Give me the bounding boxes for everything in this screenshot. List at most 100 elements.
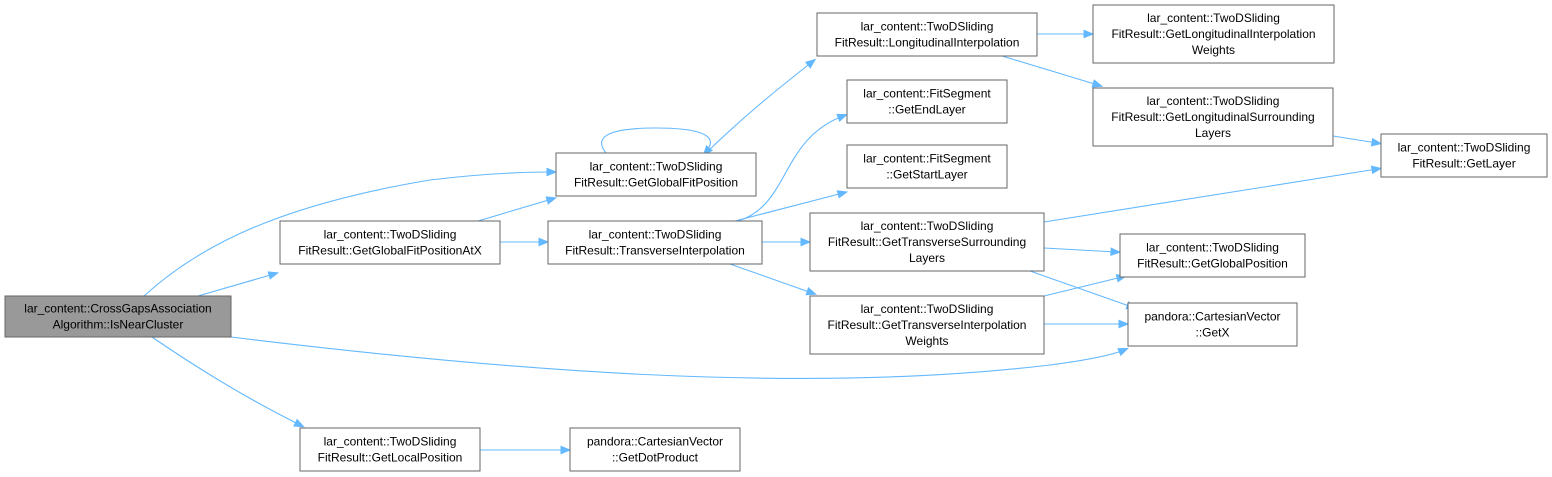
edge-gfp-to-gfp — [601, 127, 713, 157]
arrowhead-icon — [804, 58, 817, 69]
node-tsl[interactable]: lar_content::TwoDSlidingFitResult::GetTr… — [809, 212, 1045, 272]
edge-tiw-to-getx — [1044, 319, 1130, 329]
edge-tsl-to-gp — [1043, 247, 1122, 257]
arrowhead-icon — [805, 287, 818, 296]
node-box — [1092, 4, 1335, 64]
node-box — [547, 220, 763, 265]
node-box — [1380, 133, 1548, 178]
node-label-line: lar_content::TwoDSliding — [1147, 11, 1280, 25]
edge-tiw-to-gp — [1043, 274, 1128, 297]
edge-line — [477, 198, 553, 222]
node-liw[interactable]: lar_content::TwoDSlidingFitResult::GetLo… — [1092, 4, 1335, 64]
node-box — [809, 212, 1045, 272]
node-label-line: FitResult::GetTransverseInterpolation — [828, 318, 1027, 332]
edge-line — [705, 61, 813, 154]
node-label-line: FitResult::GetLocalPosition — [318, 451, 463, 465]
node-label-line: FitResult::GetGlobalFitPosition — [574, 176, 738, 190]
edge-line — [729, 263, 813, 294]
node-label-line: FitResult::LongitudinalInterpolation — [835, 36, 1020, 50]
node-gfpax[interactable]: lar_content::TwoDSlidingFitResult::GetGl… — [279, 220, 501, 265]
node-label-line: lar_content::TwoDSliding — [590, 160, 723, 174]
arrowhead-icon — [800, 237, 812, 247]
node-layer: lar_content::CrossGapsAssociationAlgorit… — [4, 4, 1548, 472]
arrowhead-icon — [538, 237, 550, 247]
node-li[interactable]: lar_content::TwoDSlidingFitResult::Longi… — [816, 12, 1038, 57]
node-gl[interactable]: lar_content::TwoDSlidingFitResult::GetLa… — [1380, 133, 1548, 178]
node-label-line: FitResult::GetGlobalFitPositionAtX — [298, 244, 481, 258]
edge-isnear-to-gfpax — [197, 271, 280, 297]
arrowhead-icon — [546, 167, 558, 177]
node-label-line: Weights — [1192, 43, 1235, 57]
node-label-line: Algorithm::IsNearCluster — [53, 318, 184, 332]
node-gsl[interactable]: lar_content::FitSegment::GetStartLayer — [846, 144, 1008, 189]
node-label-line: FitResult::GetLayer — [1412, 157, 1515, 171]
node-tiw[interactable]: lar_content::TwoDSlidingFitResult::GetTr… — [809, 295, 1045, 355]
node-gfp[interactable]: lar_content::TwoDSlidingFitResult::GetGl… — [555, 152, 757, 197]
edge-line — [151, 336, 301, 426]
node-label-line: Layers — [1195, 126, 1231, 140]
edge-line — [734, 192, 844, 222]
edge-tsl-to-gl — [1043, 165, 1383, 223]
node-gel[interactable]: lar_content::FitSegment::GetEndLayer — [846, 79, 1008, 124]
edge-isnear-to-glp — [151, 336, 305, 428]
node-label-line: lar_content::TwoDSliding — [589, 228, 722, 242]
node-gdp[interactable]: pandora::CartesianVector::GetDotProduct — [569, 427, 741, 472]
edge-ti-to-gel — [737, 113, 848, 222]
edge-ti-to-gsl — [734, 190, 849, 222]
node-label-line: ::GetX — [1195, 326, 1229, 340]
arrowhead-icon — [1370, 165, 1383, 175]
node-getx[interactable]: pandora::CartesianVector::GetX — [1127, 302, 1298, 347]
node-gp[interactable]: lar_content::TwoDSlidingFitResult::GetGl… — [1119, 233, 1306, 278]
node-label-line: lar_content::TwoDSliding — [324, 435, 457, 449]
node-label-line: lar_content::TwoDSliding — [1146, 241, 1279, 255]
edge-line — [1029, 270, 1133, 308]
arrowhead-icon — [836, 113, 848, 122]
node-lsl[interactable]: lar_content::TwoDSlidingFitResult::GetLo… — [1092, 87, 1334, 147]
edge-line — [230, 336, 1125, 379]
edge-isnear-to-gfp — [143, 167, 558, 297]
node-label-line: ::GetEndLayer — [888, 103, 965, 117]
edge-gfpax-to-ti — [500, 237, 550, 247]
edge-ti-to-tiw — [729, 263, 818, 296]
node-label-line: pandora::CartesianVector — [587, 435, 723, 449]
arrowhead-icon — [267, 271, 280, 280]
node-box — [299, 427, 481, 472]
edge-ti-to-tsl — [762, 237, 812, 247]
arrowhead-icon — [1118, 319, 1130, 329]
arrowhead-icon — [545, 196, 558, 205]
edge-li-to-liw — [1037, 29, 1095, 39]
edge-line — [1001, 55, 1099, 86]
node-box — [816, 12, 1038, 57]
edge-line — [143, 171, 553, 297]
edge-line — [1043, 168, 1378, 223]
edge-glp-to-gdp — [480, 445, 572, 455]
edge-li-to-lsl — [1001, 55, 1104, 88]
edge-gfp-to-li — [705, 58, 817, 154]
node-label-line: lar_content::TwoDSliding — [861, 20, 994, 34]
node-label-line: ::GetStartLayer — [886, 168, 967, 182]
node-label-line: FitResult::GetTransverseSurrounding — [828, 235, 1026, 249]
node-label-line: lar_content::FitSegment — [863, 87, 991, 101]
edge-line — [737, 115, 844, 222]
node-box — [1119, 233, 1306, 278]
node-label-line: lar_content::TwoDSliding — [324, 228, 457, 242]
edge-isnear-to-getx — [230, 336, 1129, 379]
arrowhead-icon — [1110, 247, 1122, 257]
node-glp[interactable]: lar_content::TwoDSlidingFitResult::GetLo… — [299, 427, 481, 472]
node-label-line: pandora::CartesianVector — [1144, 310, 1280, 324]
node-label-line: FitResult::GetGlobalPosition — [1137, 257, 1288, 271]
edge-line — [1332, 135, 1378, 144]
arrowhead-icon — [1117, 347, 1129, 357]
node-label-line: Weights — [905, 334, 948, 348]
node-box — [569, 427, 741, 472]
arrowhead-icon — [836, 190, 849, 199]
node-box — [846, 79, 1008, 124]
node-ti[interactable]: lar_content::TwoDSlidingFitResult::Trans… — [547, 220, 763, 265]
node-label-line: lar_content::TwoDSliding — [1147, 94, 1280, 108]
node-label-line: lar_content::CrossGapsAssociation — [24, 302, 211, 316]
node-isnear[interactable]: lar_content::CrossGapsAssociationAlgorit… — [4, 295, 232, 338]
node-box — [846, 144, 1008, 189]
edge-gfpax-to-gfp — [477, 196, 558, 222]
arrowhead-icon — [1370, 137, 1383, 147]
